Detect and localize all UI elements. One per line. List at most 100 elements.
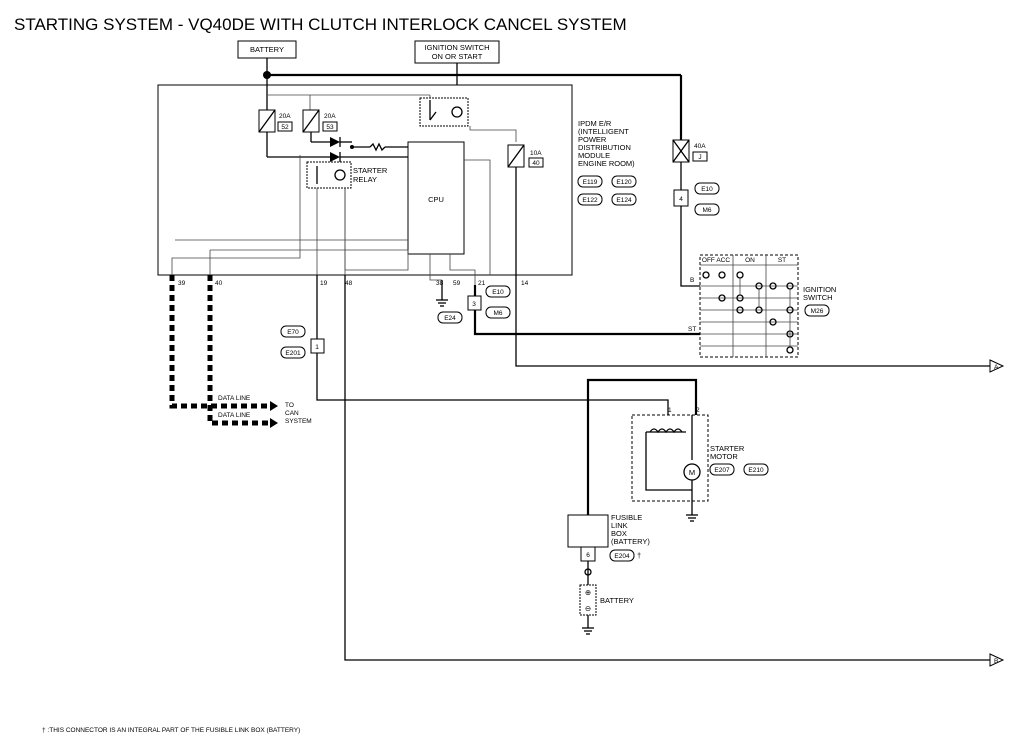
data-line-1 <box>169 275 270 409</box>
connector-e204-label: E204 <box>614 553 630 560</box>
arrow-b <box>989 653 1005 667</box>
ignition-switch-label-2: ON OR START <box>432 52 483 61</box>
starter-pin-2: 2 <box>696 407 700 414</box>
fusible-link-box <box>567 514 609 548</box>
starter-relay-label-1: STARTER <box>353 166 388 175</box>
switch-on: ON <box>745 257 755 264</box>
diagram-title: STARTING SYSTEM - VQ40DE WITH CLUTCH INT… <box>14 15 627 34</box>
connector-m26-label: M26 <box>811 308 824 315</box>
fuse-2-num-box <box>322 121 338 132</box>
st-terminal-label: ST <box>688 326 696 333</box>
to-can-label-3: SYSTEM <box>285 418 312 425</box>
arrow-a <box>989 359 1005 373</box>
connector-e70-label: E70 <box>287 329 299 336</box>
b-terminal-label: B <box>690 277 694 284</box>
connector-m26 <box>804 304 830 317</box>
to-can-label-1: TO <box>285 402 294 409</box>
ignition-switch-label-1: IGNITION SWITCH <box>425 43 490 52</box>
pin-38: 38 <box>436 280 444 287</box>
starter-relay-label-2: RELAY <box>353 175 377 184</box>
connector-e204 <box>609 549 635 562</box>
to-can-label-2: CAN <box>285 410 299 417</box>
fuse-3-amp: 10A <box>530 150 542 157</box>
connector-e120-label: E120 <box>616 179 632 186</box>
fusible-label-2: LINK <box>611 521 628 530</box>
connector-e207-label: E207 <box>714 467 730 474</box>
arrow-a-label: A <box>994 364 999 371</box>
data-line-label-2: DATA LINE <box>218 412 251 419</box>
connector-e10-a <box>694 182 720 195</box>
battery-plus: ⊕ <box>585 588 591 597</box>
ipdm-label-3: POWER <box>578 135 607 144</box>
battery-top-label: BATTERY <box>250 45 284 54</box>
cpu-box <box>407 141 465 255</box>
connector-e201-label: E201 <box>285 350 301 357</box>
connector-e10-b-label: E10 <box>492 289 504 296</box>
fuse-1-amp: 20A <box>279 113 291 120</box>
motor-symbol: M <box>689 468 695 477</box>
connector-e24-label: E24 <box>444 315 456 322</box>
ipdm-label-4: DISTRIBUTION <box>578 143 631 152</box>
pin-40: 40 <box>215 280 223 287</box>
connector-e122-label: E122 <box>582 197 598 204</box>
connector-e122 <box>577 193 603 206</box>
fuse-3-num: 40 <box>532 160 540 167</box>
pin-3-box <box>467 295 482 311</box>
pin-19: 19 <box>320 280 328 287</box>
connector-m6-b-label: M6 <box>493 310 502 317</box>
pin-3: 3 <box>472 301 476 308</box>
fuse-1-num-box <box>277 121 293 132</box>
pin-1: 1 <box>315 344 319 351</box>
diode-icon <box>330 152 340 162</box>
starter-pin-1: 1 <box>668 407 672 414</box>
footnote: † :THIS CONNECTOR IS AN INTEGRAL PART OF… <box>42 727 300 734</box>
dagger-mark: † <box>637 551 641 560</box>
switch-off-acc: OFF ACC <box>702 257 730 264</box>
ipdm-label-2: (INTELLIGENT <box>578 127 629 136</box>
connector-e210-label: E210 <box>748 467 764 474</box>
fuse-2-num: 53 <box>326 124 334 131</box>
connector-e10-b <box>485 285 511 298</box>
connector-m6-a <box>694 203 720 216</box>
ignition-relay <box>419 97 469 127</box>
connector-e210 <box>743 463 769 476</box>
pin-48: 48 <box>345 280 353 287</box>
pin-59: 59 <box>453 280 461 287</box>
ignition-switch-label-b: SWITCH <box>803 293 833 302</box>
connector-e124-label: E124 <box>616 197 632 204</box>
pin-14: 14 <box>521 280 529 287</box>
fusible-label-3: BOX <box>611 529 627 538</box>
connector-e119-label: E119 <box>583 179 598 186</box>
connector-m6-a-label: M6 <box>702 207 711 214</box>
data-line-label-1: DATA LINE <box>218 395 251 402</box>
ipdm-box <box>157 84 573 276</box>
connector-e119 <box>577 175 603 188</box>
connector-m6-b <box>485 306 511 319</box>
ipdm-label-5: MODULE <box>578 151 610 160</box>
connector-e201 <box>280 346 306 359</box>
battery-minus: ⊖ <box>585 604 591 613</box>
pin-39: 39 <box>178 280 186 287</box>
starter-motor-box <box>631 414 709 502</box>
fusible-label-4: (BATTERY) <box>611 537 650 546</box>
connector-e24 <box>437 311 463 324</box>
starter-motor-label-1: STARTER <box>710 444 745 453</box>
connector-e70 <box>280 325 306 338</box>
switch-st: ST <box>778 257 786 264</box>
fuse-4-amp: 40A <box>694 143 706 150</box>
ipdm-label-6: ENGINE ROOM) <box>578 159 635 168</box>
starter-relay <box>306 161 352 189</box>
resistor-icon <box>369 142 386 152</box>
fusible-label-1: FUSIBLE <box>611 513 642 522</box>
fuse-4-num: J <box>698 154 701 161</box>
starter-motor-label-2: MOTOR <box>710 452 738 461</box>
pin-21: 21 <box>478 280 486 287</box>
connector-e207 <box>709 463 735 476</box>
connector-e124 <box>611 193 637 206</box>
fuse-3-num-box <box>528 157 544 168</box>
fuse-4-num-box <box>692 151 708 162</box>
fuse-1-num: 52 <box>281 124 289 131</box>
pin-4: 4 <box>679 196 683 203</box>
battery-bottom-label: BATTERY <box>600 596 634 605</box>
